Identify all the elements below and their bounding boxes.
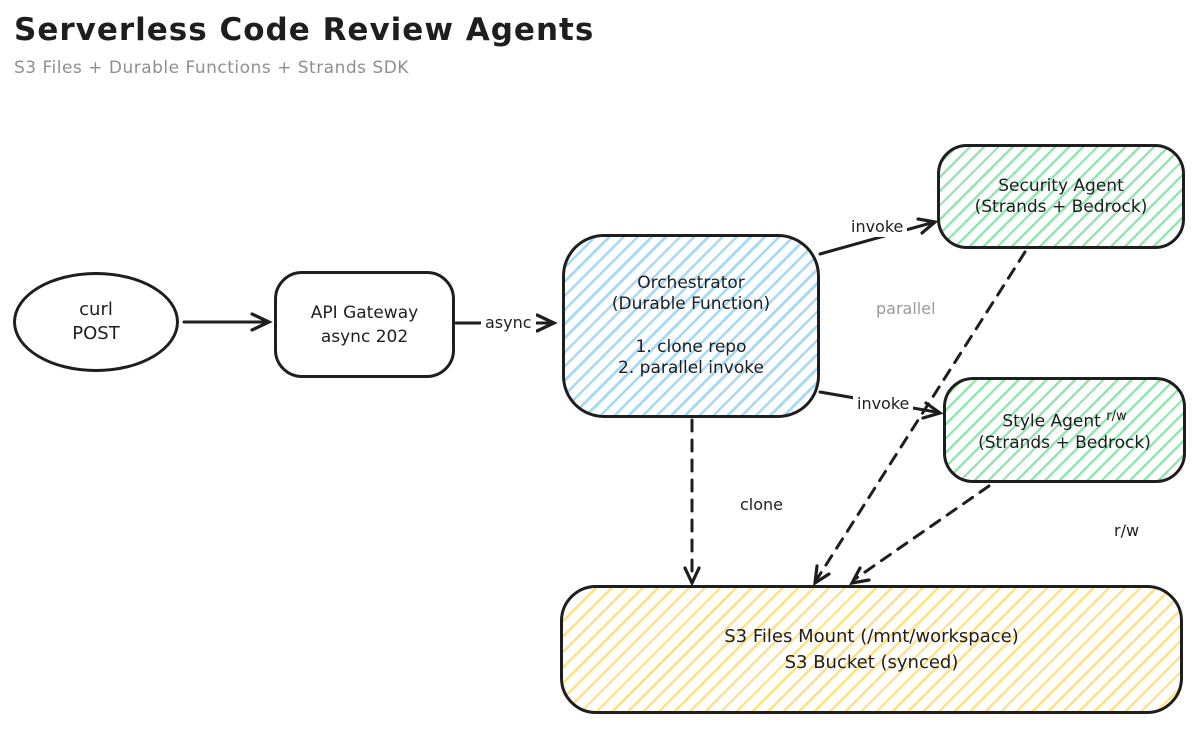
node-orchestrator-line1: Orchestrator: [637, 273, 745, 293]
node-style-agent-line2: (Strands + Bedrock): [978, 432, 1151, 453]
edge-style-s3-dashed-line: [853, 484, 991, 581]
node-security-agent-line2: (Strands + Bedrock): [974, 196, 1148, 217]
node-orchestrator-line2: (Durable Function): [611, 294, 771, 314]
edge-label-rw: r/w: [1114, 521, 1140, 540]
edge-apigw-orchestrator-arrowhead: [535, 313, 558, 333]
edge-curl-apigw-arrowhead: [250, 312, 273, 332]
edge-style-s3-arrowhead: [849, 566, 871, 586]
edge-label-invoke-bottom: invoke: [853, 394, 914, 414]
node-curl-post: curl POST: [13, 272, 179, 372]
node-orchestrator-line4: 2. parallel invoke: [618, 358, 764, 378]
edge-label-invoke-top: invoke: [847, 217, 908, 237]
note-parallel: parallel: [876, 299, 936, 318]
style-agent-rw-superscript: r/w: [1106, 409, 1127, 425]
node-s3-line2: S3 Bucket (synced): [784, 651, 959, 673]
edge-label-clone: clone: [740, 495, 784, 514]
node-orchestrator-line3: 1. clone repo: [635, 337, 747, 357]
node-s3-line1: S3 Files Mount (/mnt/workspace): [724, 625, 1019, 647]
edge-orchestrator-style-arrowhead: [921, 401, 944, 420]
node-style-agent: Style Agent r/w (Strands + Bedrock): [943, 377, 1186, 483]
node-api-gateway-line1: API Gateway: [310, 302, 419, 323]
style-agent-title: Style Agent: [1002, 411, 1101, 432]
node-curl-post-line2: POST: [72, 323, 120, 344]
node-api-gateway-line2: async 202: [320, 326, 409, 347]
page-title: Serverless Code Review Agents: [14, 12, 595, 48]
node-style-agent-line1: Style Agent r/w: [1002, 406, 1126, 433]
node-api-gateway: API Gateway async 202: [274, 271, 455, 378]
node-curl-post-line1: curl: [79, 299, 113, 320]
edge-security-s3-arrowhead: [813, 564, 831, 587]
node-s3-files-mount: S3 Files Mount (/mnt/workspace) S3 Bucke…: [560, 585, 1183, 714]
page-subtitle: S3 Files + Durable Functions + Strands S…: [14, 58, 409, 78]
edge-orchestrator-security-arrowhead: [916, 217, 939, 235]
node-security-agent-line1: Security Agent: [998, 175, 1124, 196]
node-security-agent: Security Agent (Strands + Bedrock): [937, 144, 1185, 249]
edge-label-async: async: [481, 313, 536, 333]
node-orchestrator: Orchestrator (Durable Function) 1. clone…: [562, 234, 820, 418]
edge-orchestrator-s3-arrowhead: [683, 566, 701, 587]
